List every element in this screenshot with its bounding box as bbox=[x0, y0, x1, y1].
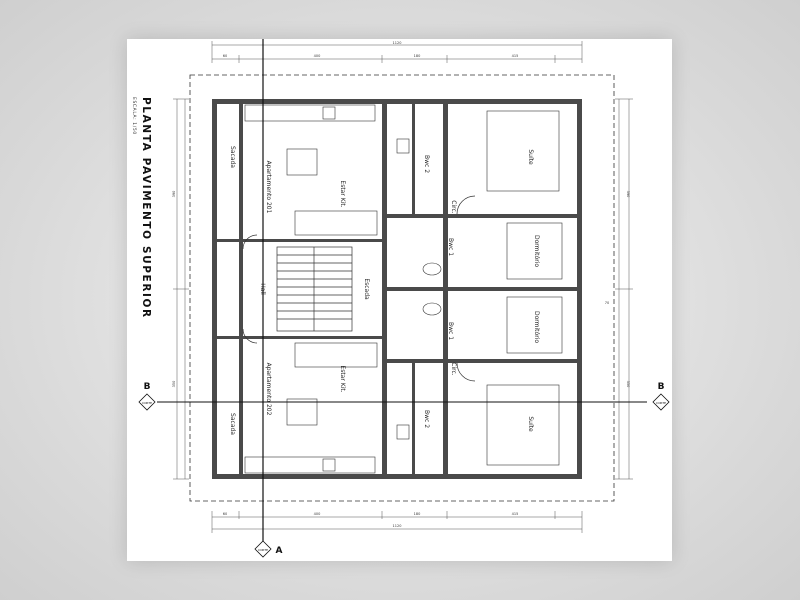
section-a-label: A bbox=[276, 546, 283, 556]
drawing-title: PLANTA PAVIMENTO SUPERIOR bbox=[140, 97, 152, 319]
dim-left-b: 350 bbox=[172, 381, 176, 388]
dining-table-icon bbox=[286, 148, 318, 176]
right-dimensions: 390 350 70 bbox=[605, 98, 633, 480]
room-circ1: Circ. bbox=[450, 200, 457, 213]
dim-bottom-seg-b: 400 bbox=[314, 512, 321, 516]
bed-icon bbox=[506, 222, 563, 280]
room-dorm2: Dormitório bbox=[533, 311, 540, 343]
dim-right-mid: 70 bbox=[605, 301, 609, 305]
room-apt1: Apartamento 201 bbox=[265, 161, 272, 214]
floor-plan-drawing: 1120 60 400 180 415 60 400 180 415 1120 … bbox=[131, 39, 670, 558]
dim-top-seg-b: 400 bbox=[314, 54, 321, 58]
dining-table-icon bbox=[286, 398, 318, 426]
room-suite2: Suíte bbox=[527, 416, 534, 432]
dim-top-seg-a: 60 bbox=[223, 54, 227, 58]
section-mark-b-right: CORTE B bbox=[652, 382, 670, 411]
beds bbox=[486, 110, 563, 466]
toilet-icon bbox=[396, 138, 410, 154]
room-sacada2: Sacada bbox=[229, 413, 236, 435]
bathroom-fixtures bbox=[396, 138, 442, 440]
section-b-left-cut: CORTE bbox=[142, 401, 152, 405]
interior-walls bbox=[217, 99, 577, 479]
room-circ2: Circ. bbox=[450, 362, 457, 375]
kitchen-counters bbox=[244, 104, 378, 474]
dim-right-b: 350 bbox=[626, 381, 630, 388]
bed-icon bbox=[486, 110, 560, 192]
section-mark-b-left: CORTE B bbox=[138, 382, 156, 411]
dim-bottom-seg-a: 60 bbox=[223, 512, 227, 516]
dim-top-seg-c: 180 bbox=[414, 54, 421, 58]
dim-total-top: 1120 bbox=[393, 41, 402, 45]
section-b-left-label: B bbox=[144, 382, 151, 392]
room-banho3: Bwc 2 bbox=[423, 155, 430, 173]
drawing-sheet: 1120 60 400 180 415 60 400 180 415 1120 … bbox=[127, 39, 672, 561]
bottom-dimensions: 60 400 180 415 1120 bbox=[211, 511, 583, 533]
dim-bottom-seg-c: 180 bbox=[414, 512, 421, 516]
sink-icon bbox=[422, 302, 442, 316]
room-suite1: Suíte bbox=[527, 149, 534, 165]
section-b-right-label: B bbox=[658, 382, 665, 392]
section-mark-a: CORTE A bbox=[254, 540, 283, 558]
room-banho4: Bwc 2 bbox=[423, 410, 430, 428]
room-labels: Apartamento 201 Apartamento 202 Sacada S… bbox=[229, 146, 540, 435]
stove-icon bbox=[322, 458, 336, 472]
dim-total-bottom: 1120 bbox=[393, 524, 402, 528]
roof-outline bbox=[189, 74, 615, 502]
dim-right-a: 390 bbox=[626, 191, 630, 198]
drawing-scale: ESCALA: 1/50 bbox=[131, 97, 137, 135]
top-dimensions: 1120 60 400 180 415 bbox=[211, 41, 583, 63]
sofa-icon bbox=[294, 342, 378, 368]
room-banho2: Bwc 1 bbox=[447, 322, 454, 340]
dim-bottom-seg-d: 415 bbox=[512, 512, 519, 516]
room-banho1: Bwc 1 bbox=[447, 238, 454, 256]
dim-top-seg-d: 415 bbox=[512, 54, 519, 58]
stove-icon bbox=[322, 106, 336, 120]
section-a-cut: CORTE bbox=[258, 548, 268, 552]
room-escada: Escada bbox=[363, 278, 370, 300]
stairs bbox=[276, 246, 353, 332]
room-dorm1: Dormitório bbox=[533, 235, 540, 267]
left-dimensions: 390 350 bbox=[172, 98, 189, 480]
sink-icon bbox=[422, 262, 442, 276]
dim-left-a: 390 bbox=[172, 191, 176, 198]
room-estar2: Estar Kit. bbox=[339, 365, 346, 392]
section-b-right-cut: CORTE bbox=[656, 401, 666, 405]
bed-icon bbox=[506, 296, 563, 354]
toilet-icon bbox=[396, 424, 410, 440]
exterior-walls bbox=[212, 99, 582, 479]
doors bbox=[242, 195, 476, 382]
section-lines bbox=[157, 39, 647, 544]
room-sacada1: Sacada bbox=[229, 146, 236, 168]
bed-icon bbox=[486, 384, 560, 466]
sofa-icon bbox=[294, 210, 378, 236]
room-apt2: Apartamento 202 bbox=[265, 363, 272, 416]
room-estar1: Estar Kit. bbox=[339, 180, 346, 207]
